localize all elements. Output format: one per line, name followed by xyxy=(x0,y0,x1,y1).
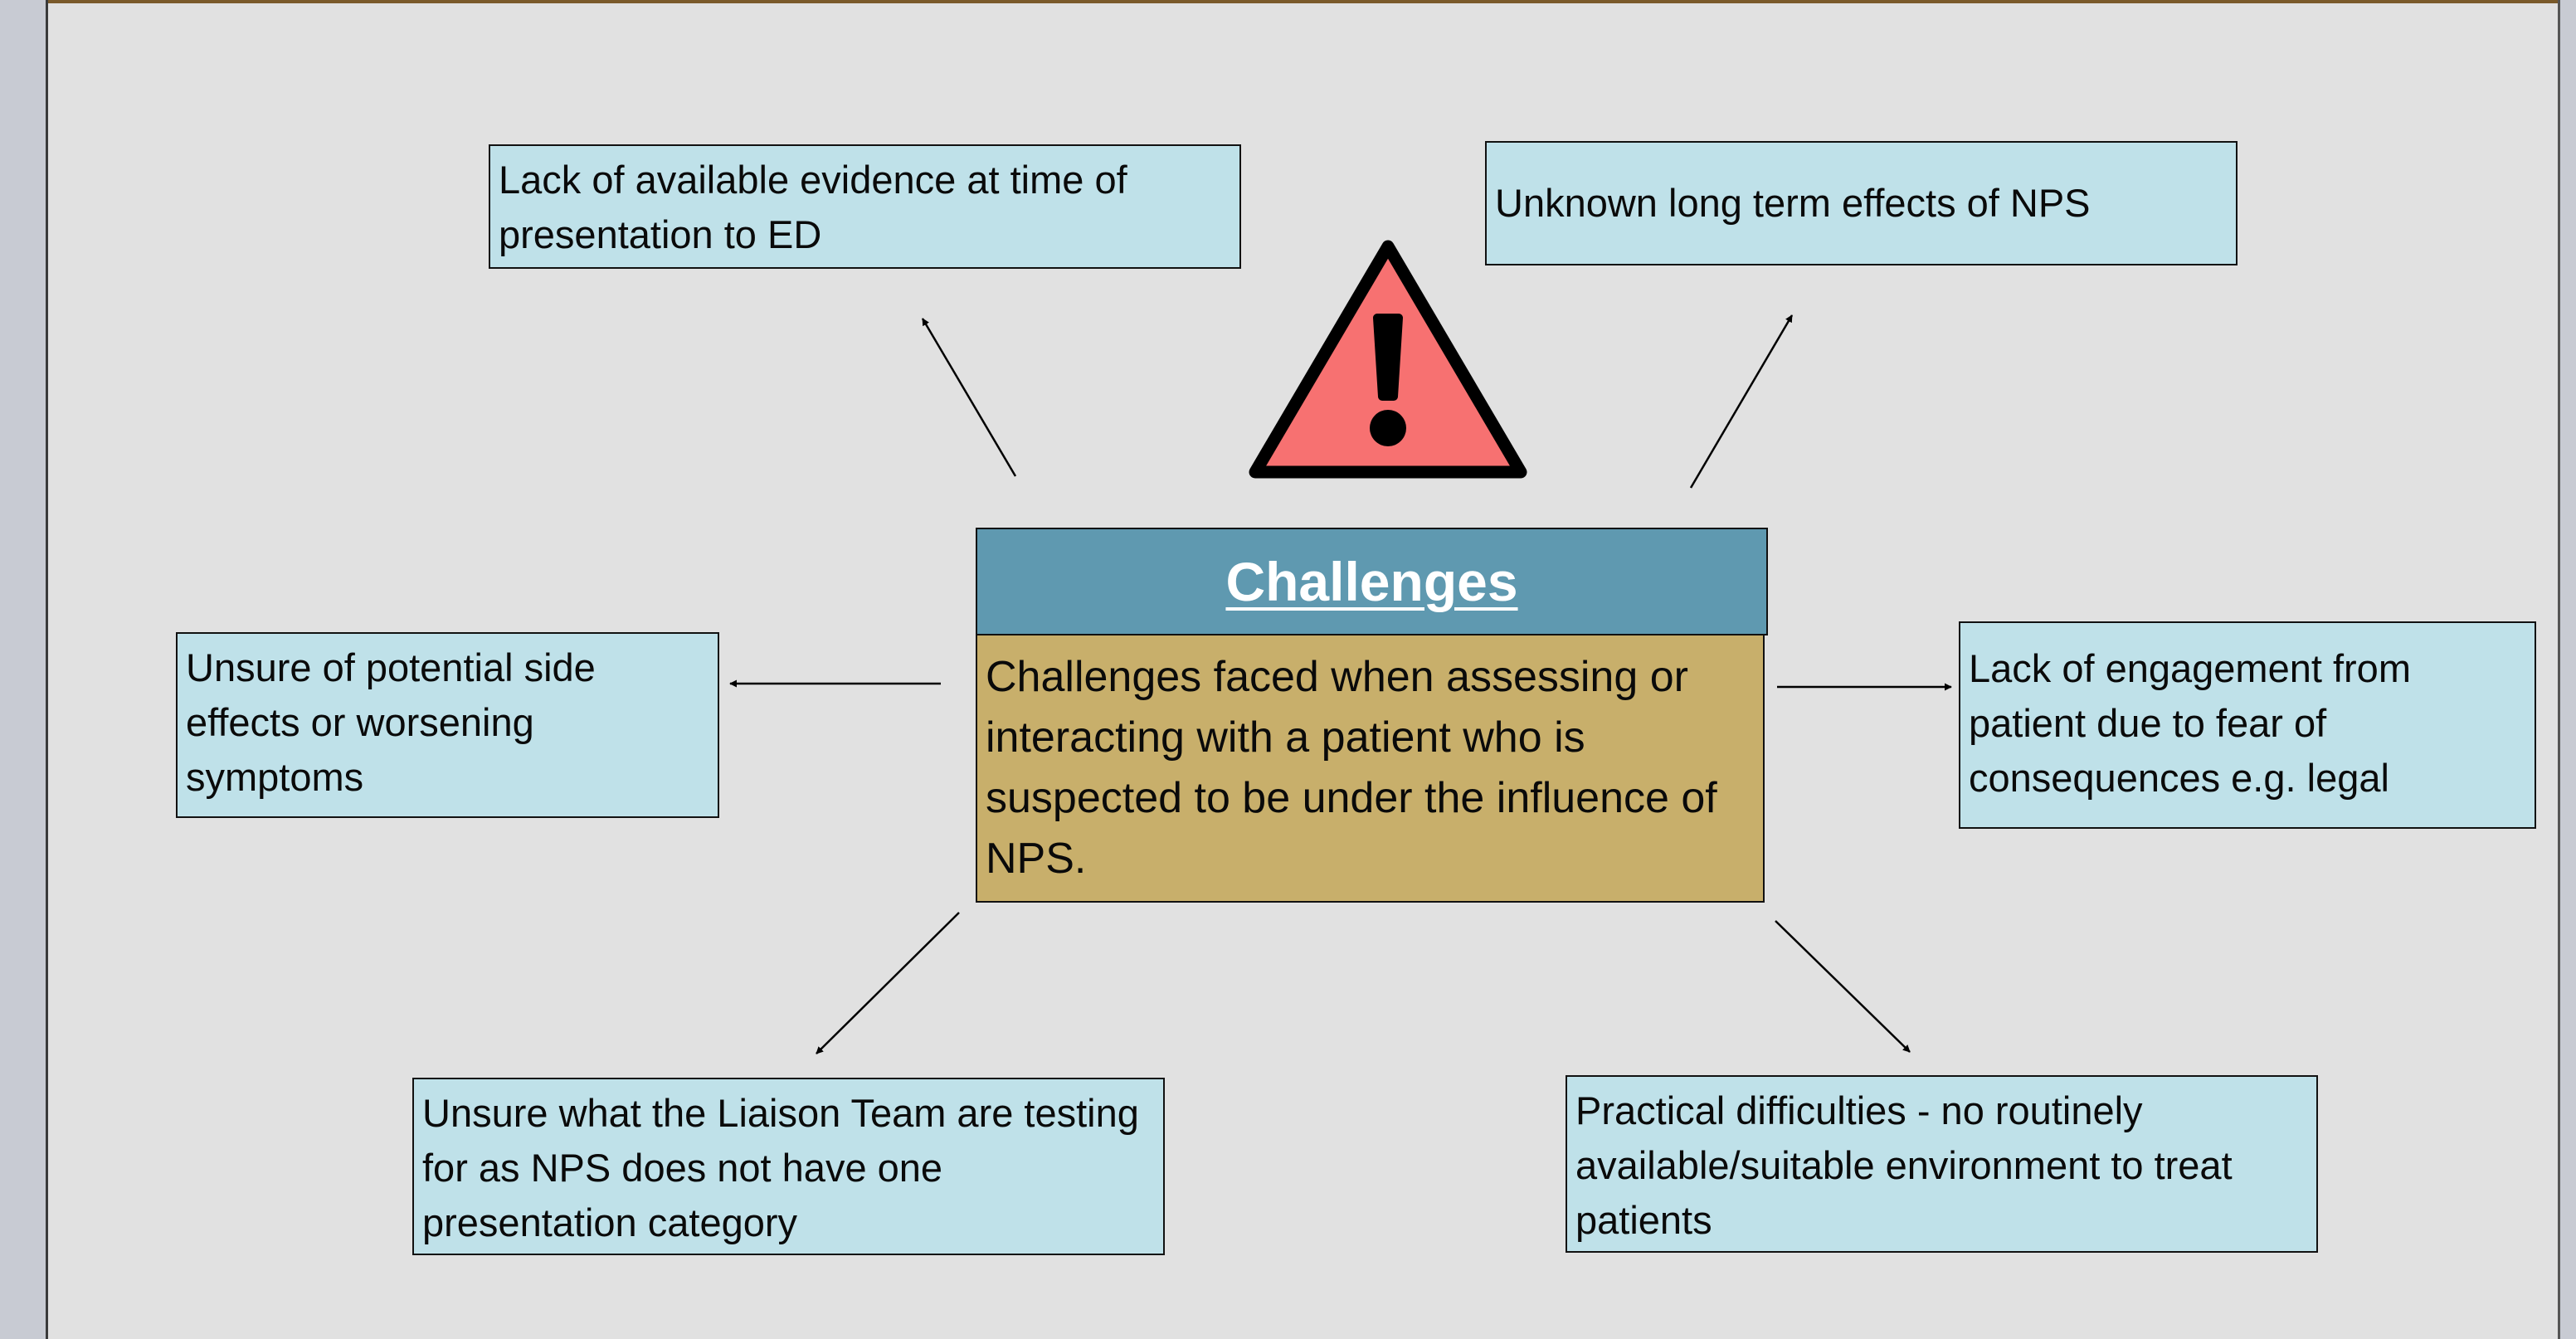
challenges-description-box: Challenges faced when assessing or inter… xyxy=(976,635,1765,903)
node-mid-left: Unsure of potential side effects or wors… xyxy=(176,632,719,818)
node-bottom-right-text: Practical difficulties - no routinely av… xyxy=(1575,1088,2233,1242)
node-bottom-right: Practical difficulties - no routinely av… xyxy=(1566,1075,2318,1253)
node-top-right-text: Unknown long term effects of NPS xyxy=(1495,181,2091,225)
node-top-left-text: Lack of available evidence at time of pr… xyxy=(499,158,1127,256)
node-mid-right: Lack of engagement from patient due to f… xyxy=(1959,621,2536,829)
window-top-border xyxy=(0,0,2576,3)
node-top-left: Lack of available evidence at time of pr… xyxy=(489,144,1241,269)
challenges-title: Challenges xyxy=(1225,551,1518,612)
right-margin-strip xyxy=(2558,0,2576,1339)
left-margin-strip xyxy=(0,0,48,1339)
challenges-description: Challenges faced when assessing or inter… xyxy=(986,653,1717,883)
node-mid-left-text: Unsure of potential side effects or wors… xyxy=(186,645,596,799)
node-bottom-left-text: Unsure what the Liaison Team are testing… xyxy=(422,1091,1139,1244)
node-bottom-left: Unsure what the Liaison Team are testing… xyxy=(412,1078,1165,1255)
node-top-right: Unknown long term effects of NPS xyxy=(1485,141,2238,265)
node-mid-right-text: Lack of engagement from patient due to f… xyxy=(1969,646,2411,800)
challenges-header: Challenges xyxy=(976,528,1768,635)
